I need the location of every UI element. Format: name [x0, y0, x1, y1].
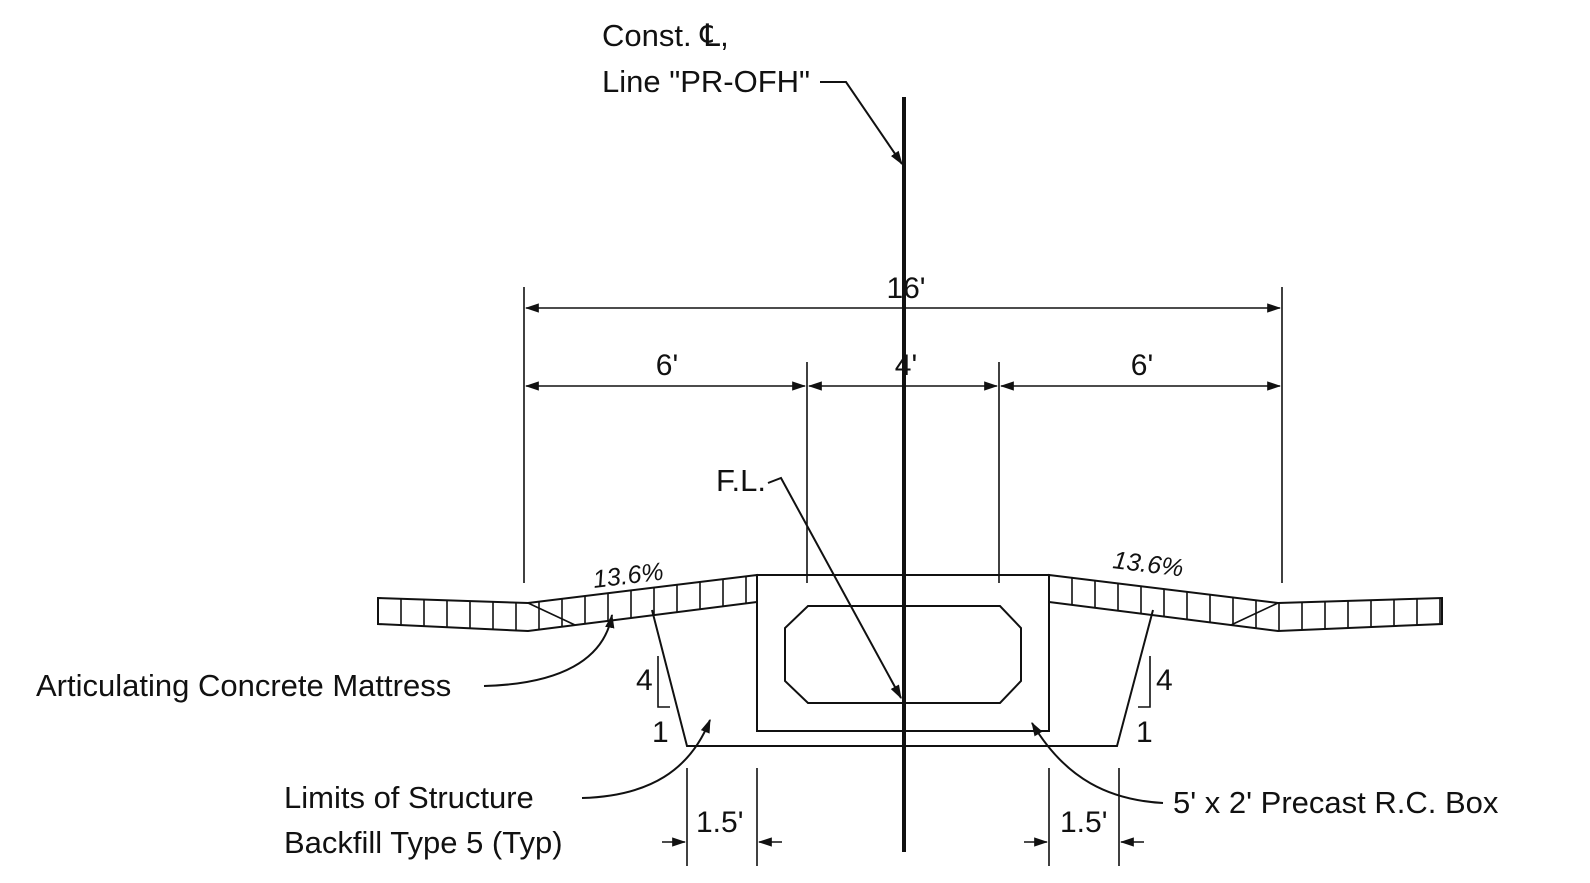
backfill-callout-line2: Backfill Type 5 (Typ): [284, 825, 563, 860]
flow-line-leader: [767, 476, 902, 700]
centerline-leader: [820, 81, 903, 165]
slope-triangle-right: [1138, 656, 1151, 708]
centerline-label-line1: Const. ℄,: [602, 18, 729, 53]
backfill-callout-line1: Limits of Structure: [284, 780, 534, 815]
bottom-dim-right-label: 1.5': [1060, 806, 1107, 839]
slope-triangle-left: [657, 656, 670, 708]
mattress-callout-leader: [483, 613, 615, 687]
bottom-dim-left-label: 1.5': [696, 806, 743, 839]
backfill-callout-leader: [581, 718, 711, 799]
grade-right-label: 13.6%: [1111, 546, 1185, 582]
slope-right-run: 1: [1136, 716, 1153, 749]
precast-box-culvert: [756, 574, 1050, 732]
box-callout-label: 5' x 2' Precast R.C. Box: [1173, 785, 1499, 820]
mattress-left: [377, 573, 758, 633]
box-callout-leader: [1031, 721, 1164, 804]
slope-left-rise: 4: [636, 664, 653, 697]
slope-left-run: 1: [652, 716, 669, 749]
mattress-callout-label: Articulating Concrete Mattress: [36, 668, 451, 703]
box-culvert-opening: [784, 605, 1022, 704]
mattress-right: [1048, 573, 1443, 633]
centerline-label-line2: Line "PR-OFH": [602, 64, 810, 99]
dimension-center-label: 4': [895, 349, 917, 382]
structure-backfill-limits: [651, 609, 1154, 747]
dimension-right-label: 6': [1131, 349, 1153, 382]
dimension-left-label: 6': [656, 349, 678, 382]
flow-line-label: F.L.: [716, 463, 766, 498]
slope-right-rise: 4: [1156, 664, 1173, 697]
dimension-overall-label: 16': [886, 272, 925, 305]
